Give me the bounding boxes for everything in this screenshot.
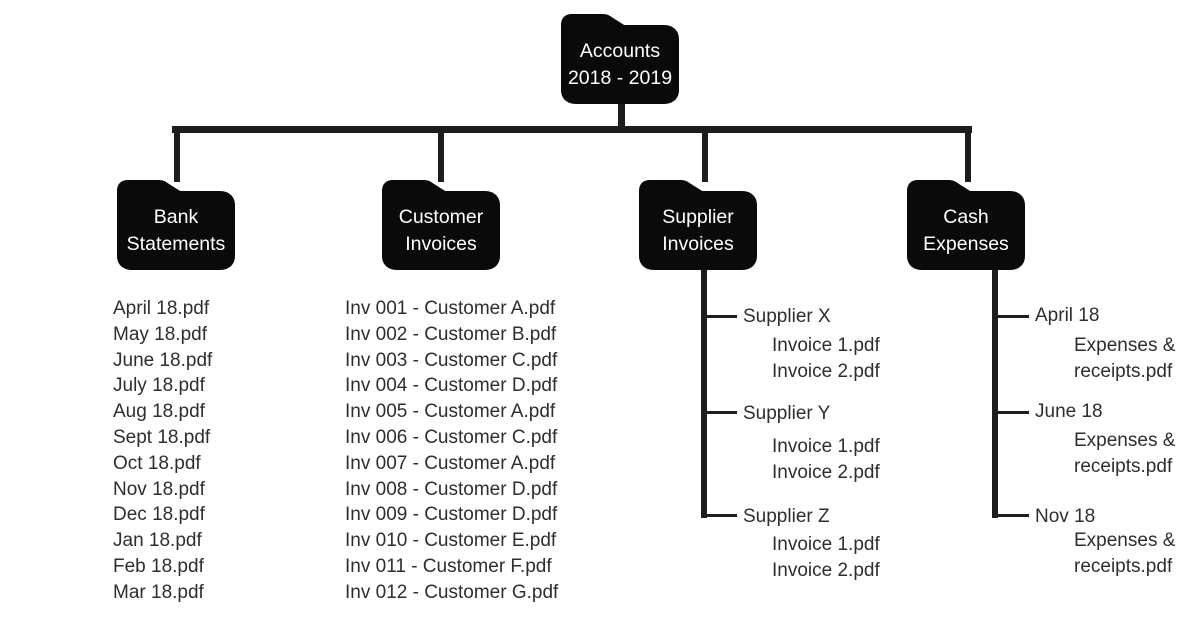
file-item: Dec 18.pdf xyxy=(113,504,205,526)
supplier-group-label: Supplier Z xyxy=(743,506,830,527)
connector-drop-customer xyxy=(438,130,444,182)
folder-supplier-invoices: Supplier Invoices xyxy=(639,180,757,270)
cash-group-label: April 18 xyxy=(1035,305,1100,326)
file-item: Inv 006 - Customer C.pdf xyxy=(345,426,558,448)
folder-label-line2: Expenses xyxy=(923,232,1009,255)
file-item: Invoice 1.pdf xyxy=(772,534,880,555)
file-item: May 18.pdf xyxy=(113,323,207,345)
folder-label: Customer Invoices xyxy=(382,191,500,270)
folder-bank-statements: Bank Statements xyxy=(117,180,235,270)
file-item: Expenses & receipts.pdf xyxy=(1074,335,1176,382)
connector-drop-bank xyxy=(174,130,180,182)
file-item: Jan 18.pdf xyxy=(113,530,202,552)
folder-label: Cash Expenses xyxy=(907,191,1025,270)
connector-cash-tick-june xyxy=(992,411,1029,414)
supplier-group-label: Supplier X xyxy=(743,306,831,327)
bank-statements-file-list: April 18.pdf May 18.pdf June 18.pdf July… xyxy=(113,296,212,606)
connector-supplier-tick-z xyxy=(701,514,737,517)
supplier-group-label: Supplier Y xyxy=(743,403,831,424)
file-item: Oct 18.pdf xyxy=(113,452,201,474)
folder-label-line1: Accounts xyxy=(579,39,661,62)
file-item: April 18.pdf xyxy=(113,298,210,319)
file-item: Inv 001 - Customer A.pdf xyxy=(345,298,556,319)
connector-supplier-trunk xyxy=(701,266,707,518)
cash-group-label: Nov 18 xyxy=(1035,506,1096,527)
file-item: Invoice 1.pdf xyxy=(772,335,880,356)
file-item: Inv 005 - Customer A.pdf xyxy=(345,401,556,423)
folder-label-line2: Invoices xyxy=(662,232,734,255)
customer-invoices-file-list: Inv 001 - Customer A.pdf Inv 002 - Custo… xyxy=(345,296,558,606)
folder-customer-invoices: Customer Invoices xyxy=(382,180,500,270)
connector-root-stem xyxy=(618,100,625,128)
file-item: Invoice 1.pdf xyxy=(772,436,880,457)
file-item: Mar 18.pdf xyxy=(113,581,204,603)
file-item: Expenses & receipts.pdf xyxy=(1074,530,1176,577)
folder-cash-expenses: Cash Expenses xyxy=(907,180,1025,270)
file-item: Inv 012 - Customer G.pdf xyxy=(345,581,559,603)
folder-label: Bank Statements xyxy=(117,191,235,270)
connector-horizontal-bar xyxy=(172,126,972,133)
file-item: Inv 004 - Customer D.pdf xyxy=(345,375,558,397)
connector-supplier-tick-x xyxy=(701,315,737,318)
file-item: Nov 18.pdf xyxy=(113,478,205,500)
folder-label-line2: 2018 - 2019 xyxy=(567,66,673,89)
folder-label-line2: Invoices xyxy=(405,232,477,255)
file-item: Aug 18.pdf xyxy=(113,401,205,423)
folder-label-line2: Statements xyxy=(126,232,226,255)
cash-group-label: June 18 xyxy=(1035,401,1103,422)
folder-label: Supplier Invoices xyxy=(639,191,757,270)
file-item: June 18.pdf xyxy=(113,349,213,371)
file-item: Sept 18.pdf xyxy=(113,426,211,448)
file-item: Expenses & receipts.pdf xyxy=(1074,430,1176,477)
file-item: Inv 010 - Customer E.pdf xyxy=(345,530,557,552)
file-item: Inv 009 - Customer D.pdf xyxy=(345,504,558,526)
file-item: Invoice 2.pdf xyxy=(772,361,880,382)
file-item: Inv 003 - Customer C.pdf xyxy=(345,349,558,371)
connector-cash-trunk xyxy=(992,266,998,518)
file-item: Invoice 2.pdf xyxy=(772,462,880,483)
file-item: Inv 002 - Customer B.pdf xyxy=(345,323,557,345)
connector-cash-tick-nov xyxy=(992,514,1029,517)
folder-accounts-root: Accounts 2018 - 2019 xyxy=(561,14,679,104)
connector-cash-tick-april xyxy=(992,315,1029,318)
folder-label: Accounts 2018 - 2019 xyxy=(561,25,679,104)
connector-supplier-tick-y xyxy=(701,411,737,414)
folder-label-line1: Supplier xyxy=(662,205,734,228)
connector-drop-supplier xyxy=(702,130,708,182)
folder-label-line1: Customer xyxy=(398,205,484,228)
file-item: Inv 007 - Customer A.pdf xyxy=(345,452,556,474)
file-item: July 18.pdf xyxy=(113,375,205,397)
folder-label-line1: Bank xyxy=(153,205,199,228)
file-item: Inv 008 - Customer D.pdf xyxy=(345,478,558,500)
file-item: Invoice 2.pdf xyxy=(772,560,880,581)
file-item: Feb 18.pdf xyxy=(113,555,204,577)
connector-drop-cash xyxy=(965,130,971,182)
file-item: Inv 011 - Customer F.pdf xyxy=(345,555,552,577)
folder-label-line1: Cash xyxy=(943,205,989,228)
